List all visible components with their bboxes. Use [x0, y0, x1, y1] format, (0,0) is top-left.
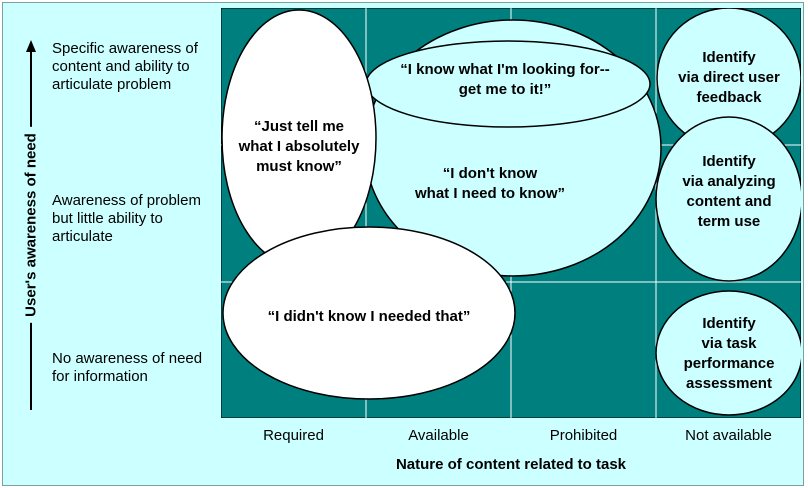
- tell-me-text: “Just tell me what I absolutely must kno…: [238, 118, 360, 175]
- identify-feedback-text: Identify via direct user feedback: [678, 49, 780, 106]
- x-category-not-available: Not available: [685, 427, 772, 444]
- x-category-prohibited: Prohibited: [549, 427, 618, 444]
- y-axis: User's awareness of need: [17, 40, 45, 410]
- y-axis-label: User's awareness of need: [22, 127, 40, 323]
- identify-analyzing-text: Identify via analyzing content and term …: [682, 153, 776, 230]
- dont-know-text: “I don't know what I need to know”: [414, 165, 565, 202]
- identify-performance-text: Identify via task performance assessment: [683, 315, 775, 392]
- quadrant-grid: [221, 8, 801, 418]
- didnt-know-text: “I didn't know I needed that”: [267, 308, 471, 325]
- x-category-required: Required: [263, 427, 324, 444]
- y-level-no-awareness: No awareness of need for information: [52, 350, 203, 385]
- bubble-identify-analyzing: [655, 116, 801, 282]
- y-level-specific-awareness: Specific awareness of content and abilit…: [52, 40, 198, 93]
- bubble-identify-performance: [655, 290, 801, 416]
- x-category-available: Available: [408, 427, 469, 444]
- x-axis-label: Nature of content related to task: [395, 456, 627, 473]
- looking-for-text: “I know what I'm looking for-- get me to…: [400, 61, 610, 98]
- bubble-didnt-know: [222, 226, 516, 400]
- y-level-problem-awareness: Awareness of problem but little ability …: [52, 192, 201, 245]
